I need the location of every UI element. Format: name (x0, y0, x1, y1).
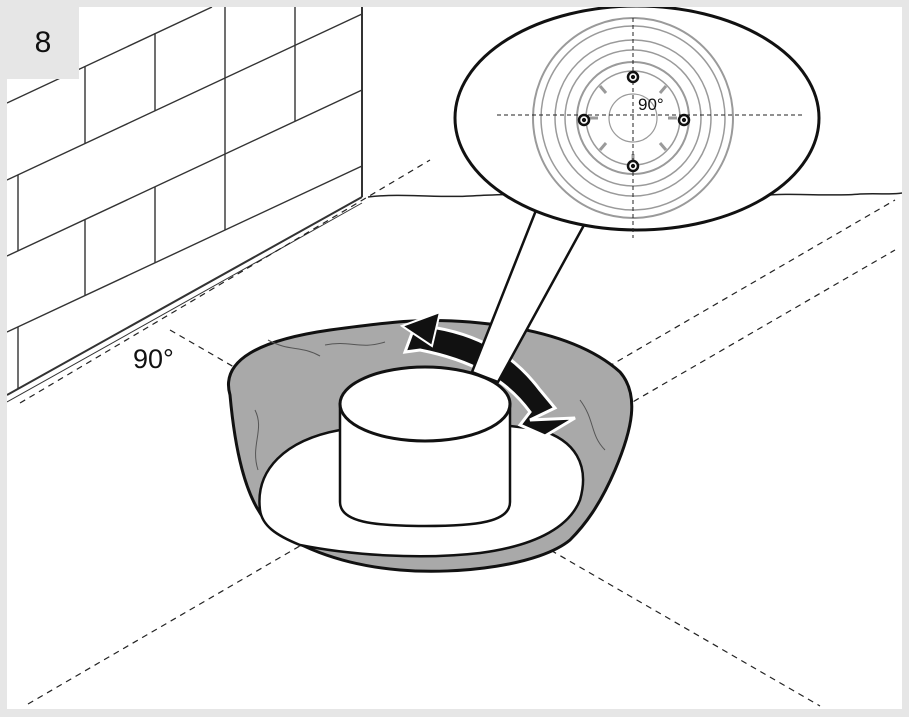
step-number-badge: 8 (7, 7, 79, 79)
step-number: 8 (34, 26, 52, 59)
floor-horizon-right (759, 192, 902, 197)
detail-bubble: 90° (453, 7, 821, 238)
mounting-sleeve (338, 365, 512, 528)
rotate-arrow-icon (399, 310, 576, 438)
detail-angle-label: 90° (638, 95, 664, 114)
floor-angle-label: 90° (133, 344, 174, 374)
brick-wall (7, 7, 363, 403)
installation-diagram: 90° 90° (7, 7, 902, 707)
illustration-panel: 90° 90° (7, 7, 902, 709)
